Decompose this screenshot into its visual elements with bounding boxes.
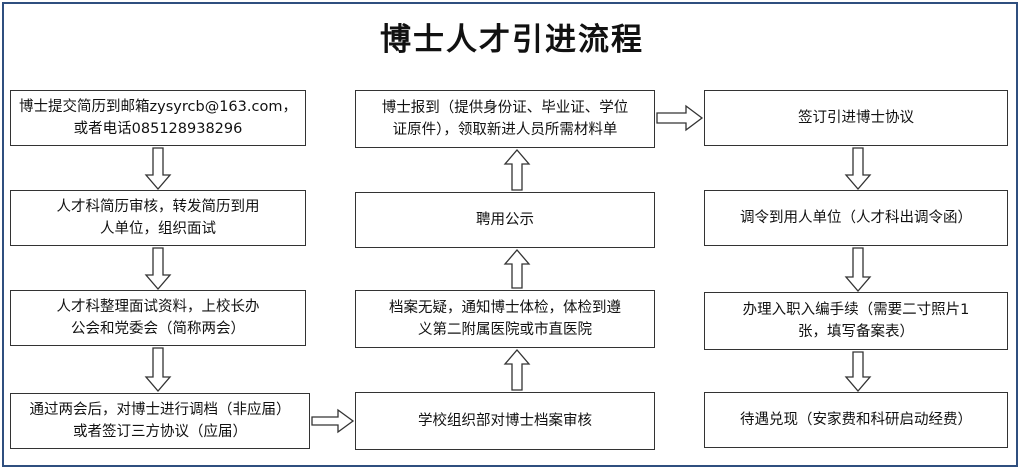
diagram-frame	[2, 2, 1018, 467]
step-sign-agreement: 签订引进博士协议	[704, 90, 1008, 146]
arrow-right-1	[311, 408, 355, 434]
step-report-duty: 博士报到（提供身份证、毕业证、学位 证原件），领取新进人员所需材料单	[355, 90, 655, 148]
arrow-up-3	[503, 149, 531, 191]
step-resume-review: 人才科简历审核，转发简历到用 人单位，组织面试	[10, 190, 306, 246]
diagram-title: 博士人才引进流程	[380, 22, 644, 58]
step-hire-notice: 聘用公示	[355, 192, 655, 248]
step-benefits: 待遇兑现（安家费和科研启动经费）	[704, 392, 1008, 448]
step-medical-check: 档案无疑，通知博士体检，体检到遵 义第二附属医院或市直医院	[355, 290, 655, 348]
step-onboarding: 办理入职入编手续（需要二寸照片1 张，填写备案表）	[704, 292, 1008, 350]
arrow-down-6	[844, 351, 872, 392]
arrow-down-4	[844, 147, 872, 190]
arrow-up-1	[503, 349, 531, 391]
arrow-down-2	[144, 247, 172, 290]
arrow-down-1	[144, 147, 172, 190]
arrow-down-3	[144, 347, 172, 392]
arrow-up-2	[503, 249, 531, 289]
step-transfer-order: 调令到用人单位（人才科出调令函）	[704, 190, 1008, 246]
arrow-right-2	[656, 104, 704, 132]
arrow-down-5	[844, 247, 872, 292]
step-transfer-file: 通过两会后，对博士进行调档（非应届） 或者签订三方协议（应届）	[10, 393, 310, 449]
step-meeting-review: 人才科整理面试资料，上校长办 公会和党委会（简称两会）	[10, 290, 306, 346]
step-submit-resume: 博士提交简历到邮箱zysyrcb@163.com， 或者电话0851289382…	[10, 90, 306, 146]
step-file-audit: 学校组织部对博士档案审核	[355, 392, 655, 450]
